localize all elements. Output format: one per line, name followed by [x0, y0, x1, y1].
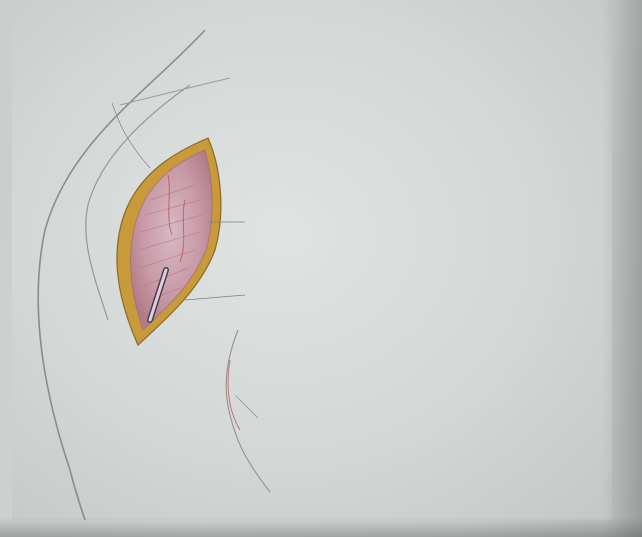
lower-sketch-1 — [226, 330, 270, 492]
page-edge-shadow — [602, 0, 642, 537]
leader-upper — [112, 103, 150, 168]
leader-lower — [185, 295, 245, 300]
lower-sketch-3 — [235, 395, 258, 418]
shoulder-line — [120, 78, 230, 105]
page-bottom-shadow — [0, 517, 642, 537]
lower-sketch-2 — [228, 360, 240, 430]
